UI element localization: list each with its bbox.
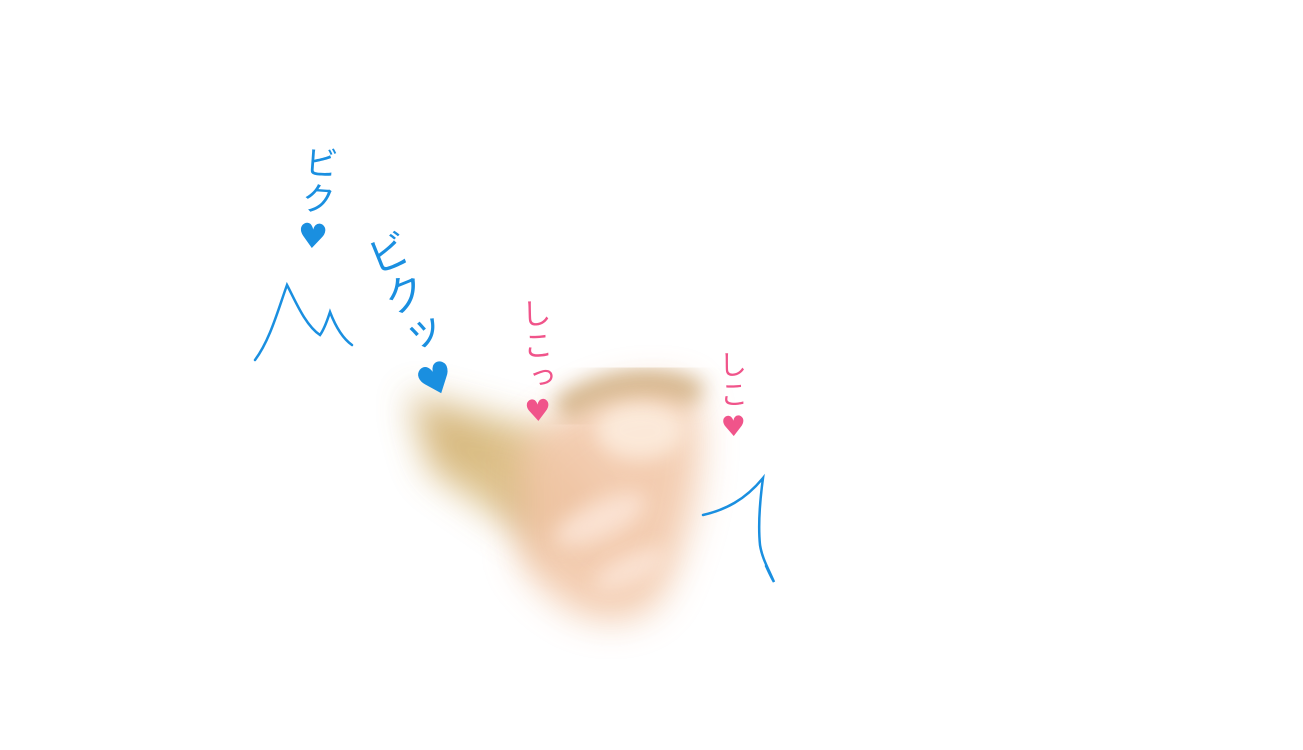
pulse-stroke-left	[253, 281, 354, 362]
sound-effect-shiko: しこ♥	[714, 349, 751, 446]
blurred-highlight	[554, 493, 646, 547]
blurred-highlight	[595, 400, 685, 460]
pulse-stroke-right	[701, 473, 776, 583]
sound-effect-bikuxtsu: ビクッ♥	[354, 225, 469, 414]
blurred-shape-rim	[552, 368, 707, 421]
sound-effect-shikotsu: しこっ♥	[514, 297, 557, 432]
blurred-shape-gold	[410, 395, 600, 560]
sound-effect-biku: ビク♥	[291, 143, 339, 261]
blurred-highlight	[593, 548, 667, 592]
